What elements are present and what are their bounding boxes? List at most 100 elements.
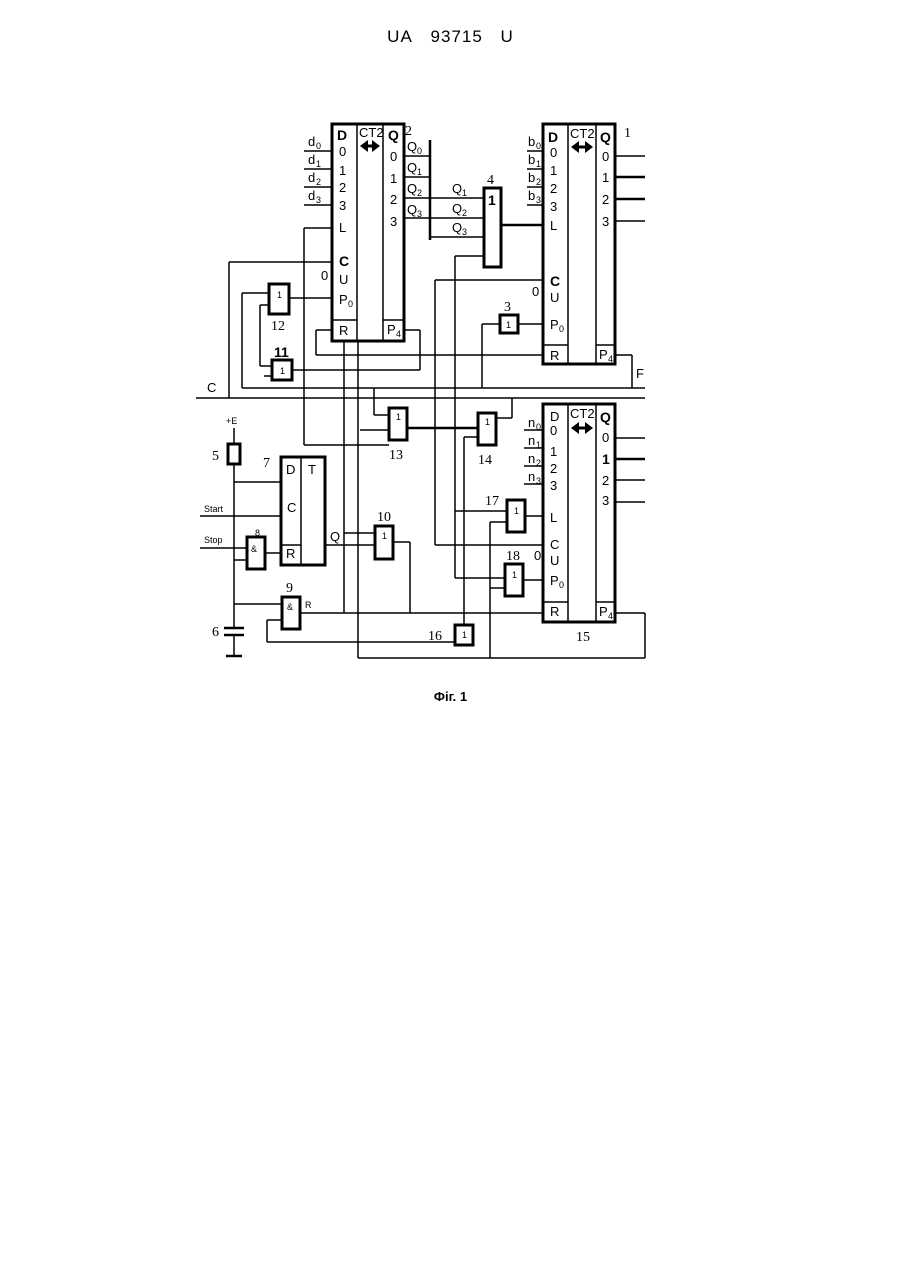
counter-2-in-3: 3: [339, 198, 346, 213]
gate-4-in-q1-sub: 1: [462, 188, 467, 198]
counter-2-in-1: 1: [339, 163, 346, 178]
gate-13-symbol: 1: [396, 412, 401, 422]
gate-4-symbol: 1: [488, 192, 496, 208]
gate-8-ref: 8: [255, 528, 260, 538]
counter-15-in-p: P: [550, 573, 559, 588]
counter-2-out-2: 2: [390, 192, 397, 207]
counter-2-in-c: C: [339, 253, 349, 269]
output-q2-sub: 2: [417, 188, 422, 198]
counter-1-out-q: Q: [600, 129, 611, 145]
output-q1-sub: 1: [417, 167, 422, 177]
input-b0-sub: 0: [536, 141, 541, 151]
gate-4-in-q1: Q: [452, 181, 462, 196]
counter-1-in-l: L: [550, 218, 557, 233]
gate-12-symbol: 1: [277, 290, 282, 300]
input-n0: n: [528, 415, 535, 430]
counter-1-in-2: 2: [550, 181, 557, 196]
output-q3-sub: 3: [417, 209, 422, 219]
counter-2-in-d: D: [337, 127, 347, 143]
input-n3: n: [528, 469, 535, 484]
gate-11-symbol: 1: [280, 366, 285, 376]
counter-15-out-p: P: [599, 604, 608, 619]
input-d0: d: [308, 134, 315, 149]
input-d1: d: [308, 152, 315, 167]
gate-18-ref: 18: [506, 549, 520, 564]
counter-15-out-3: 3: [602, 493, 609, 508]
counter-1-in-1: 1: [550, 163, 557, 178]
output-q1: Q: [407, 160, 417, 175]
gate-4-in-q2: Q: [452, 201, 462, 216]
input-n0-sub: 0: [536, 422, 541, 432]
counter-15-out-1: 1: [602, 451, 610, 467]
counter-2-in-0: 0: [339, 144, 346, 159]
input-d3-sub: 3: [316, 195, 321, 205]
gate-14-ref: 14: [478, 453, 492, 468]
supply-label: +E: [226, 416, 237, 426]
counter-15-ref: 15: [576, 630, 590, 645]
counter-2-ref: 2: [405, 124, 412, 139]
counter-2-in-p: P: [339, 292, 348, 307]
counter-1-in-d: D: [548, 129, 558, 145]
counter-2-p-sub: 0: [348, 299, 353, 309]
gate-4: 1 4 Q 1 Q 2 Q 3: [430, 173, 543, 267]
gate-14: 1 14: [478, 413, 496, 468]
resistor-5: 5 +E: [212, 416, 240, 464]
gate-12: 1 12: [269, 284, 289, 334]
counter-2-out-q: Q: [388, 127, 399, 143]
trigger-7-r: R: [286, 546, 295, 561]
capacitor-6: 6: [212, 625, 244, 656]
input-b3-sub: 3: [536, 195, 541, 205]
counter-1-out-2: 2: [602, 192, 609, 207]
gate-13: 1 13: [389, 408, 407, 463]
counter-2-out-3: 3: [390, 214, 397, 229]
gate-13-ref: 13: [389, 448, 403, 463]
input-d1-sub: 1: [316, 159, 321, 169]
signal-start: Start: [204, 504, 224, 514]
counter-2-in-2: 2: [339, 180, 346, 195]
signal-c: C: [207, 380, 216, 395]
output-q2: Q: [407, 181, 417, 196]
counter-1-in-3: 3: [550, 199, 557, 214]
output-q3: Q: [407, 202, 417, 217]
gate-10-ref: 10: [377, 510, 391, 525]
counter-15-in-1: 1: [550, 444, 557, 459]
counter-2-in-r: R: [339, 323, 348, 338]
counter-15-in-c: C: [550, 537, 559, 552]
input-d0-sub: 0: [316, 141, 321, 151]
gate-4-in-q3: Q: [452, 220, 462, 235]
gate-3: 1 3: [500, 300, 518, 333]
gate-9: & 9 R: [282, 581, 312, 629]
output-q0-sub: 0: [417, 146, 422, 156]
gate-4-in-q2-sub: 2: [462, 208, 467, 218]
input-b2: b: [528, 170, 535, 185]
resistor-5-ref: 5: [212, 449, 219, 464]
trigger-7-d: D: [286, 462, 295, 477]
gate-8: & 8: [247, 528, 265, 569]
counter-15-ct: CT2: [570, 406, 595, 421]
gate-17-ref: 17: [485, 494, 499, 509]
counter-2-p4-sub: 4: [396, 329, 401, 339]
input-b3: b: [528, 188, 535, 203]
gate-8-symbol: &: [251, 544, 257, 554]
counter-15-out-q: Q: [600, 409, 611, 425]
gate-12-ref: 12: [271, 319, 285, 334]
gate-4-ref: 4: [487, 173, 494, 188]
counter-15-zero: 0: [534, 548, 541, 563]
gate-9-ref: 9: [286, 581, 293, 596]
counter-1-out-0: 0: [602, 149, 609, 164]
gate-16-symbol: 1: [462, 630, 467, 640]
figure-caption: Фіг. 1: [0, 689, 901, 704]
counter-2-out-p: P: [387, 322, 396, 337]
input-b1-sub: 1: [536, 159, 541, 169]
counter-1-ref: 1: [624, 126, 631, 141]
gate-10: 1 10: [375, 510, 393, 559]
counter-2-ct: CT2: [359, 125, 384, 140]
gate-3-ref: 3: [504, 300, 511, 315]
input-n1-sub: 1: [536, 440, 541, 450]
gate-18-symbol: 1: [512, 570, 517, 580]
gate-4-in-q3-sub: 3: [462, 227, 467, 237]
counter-15-in-r: R: [550, 604, 559, 619]
input-d2: d: [308, 170, 315, 185]
counter-1-ct: CT2: [570, 126, 595, 141]
